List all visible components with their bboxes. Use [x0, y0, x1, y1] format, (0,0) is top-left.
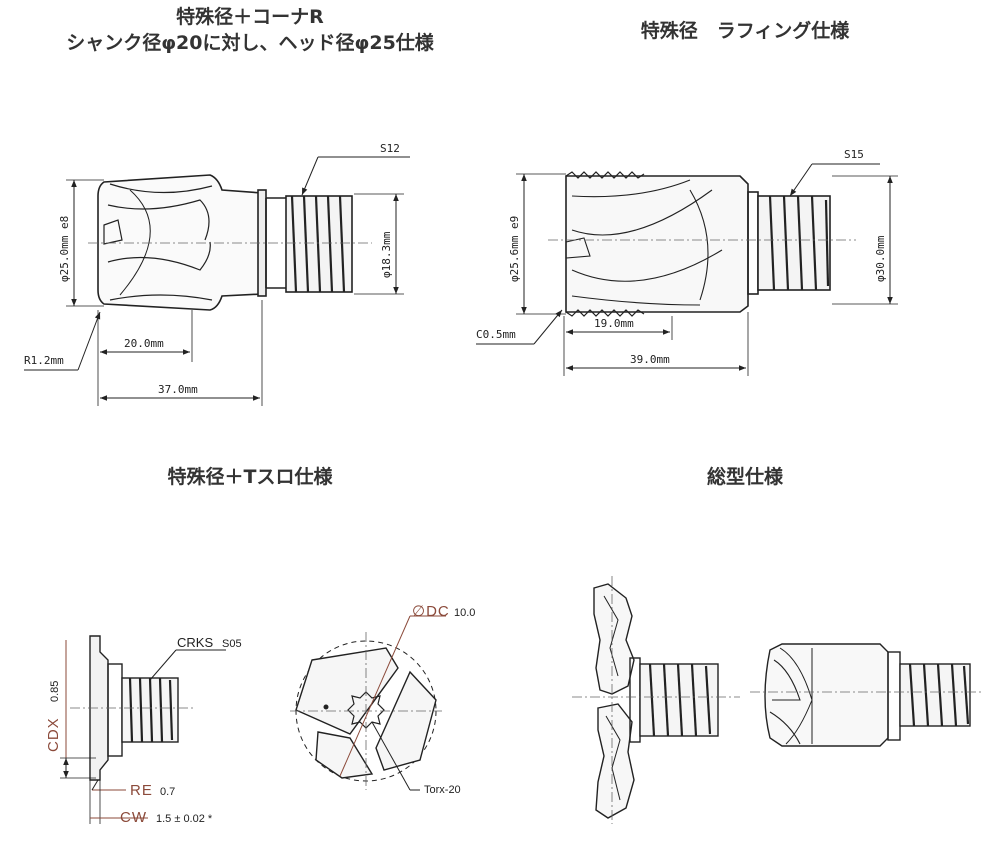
title-roughing: 特殊径 ラフィング仕様 — [640, 20, 850, 42]
d3-cw-value: 1.5 ± 0.02 * — [156, 813, 213, 825]
d2-thread-label: S15 — [844, 148, 864, 161]
drawing-t-slot-side — [60, 635, 226, 824]
title-corner-r-line1: 特殊径＋コーナR — [176, 6, 324, 28]
drawing-form-tool — [572, 576, 984, 824]
d1-corner-r-label: R1.2mm — [24, 354, 64, 367]
drawing-corner-r — [24, 156, 410, 406]
d3-crks-label: CRKS — [177, 635, 213, 650]
d3-dc-label: ∅DC — [412, 603, 450, 620]
d3-re-label: RE — [130, 782, 153, 799]
d2-total-len-label: 39.0mm — [630, 353, 670, 366]
drawing-roughing — [476, 163, 898, 376]
d3-cw-label: CW — [120, 809, 147, 826]
d1-thread-label: S12 — [380, 142, 400, 155]
d3-re-value: 0.7 — [160, 786, 175, 798]
d1-total-len-label: 37.0mm — [158, 383, 198, 396]
d2-shank-dia-label: φ30.0mm — [874, 235, 887, 282]
d2-head-len-label: 19.0mm — [594, 317, 634, 330]
title-corner-r: 特殊径＋コーナR シャンク径φ20に対し、ヘッド径φ25仕様 — [0, 4, 500, 56]
title-t-slot: 特殊径＋Tスロ仕様 — [167, 466, 333, 488]
d1-head-dia-label: φ25.0mm e8 — [58, 216, 71, 282]
d1-shank-dia-label: φ18.3mm — [380, 231, 393, 278]
d1-head-len-label: 20.0mm — [124, 337, 164, 350]
d2-chamfer-label: C0.5mm — [476, 328, 516, 341]
d3-cdx-value: 0.85 — [49, 681, 61, 702]
d2-head-dia-label: φ25.6mm e9 — [508, 216, 521, 282]
drawing-t-slot-front — [290, 615, 446, 791]
d3-torx-label: Torx-20 — [424, 784, 461, 796]
d3-cdx-label: CDX — [45, 717, 62, 752]
d3-crks-value: S05 — [222, 638, 242, 650]
title-corner-r-line2: シャンク径φ20に対し、ヘッド径φ25仕様 — [66, 32, 434, 54]
title-form-tool: 総型仕様 — [706, 466, 783, 488]
d3-dc-value: 10.0 — [454, 607, 475, 619]
